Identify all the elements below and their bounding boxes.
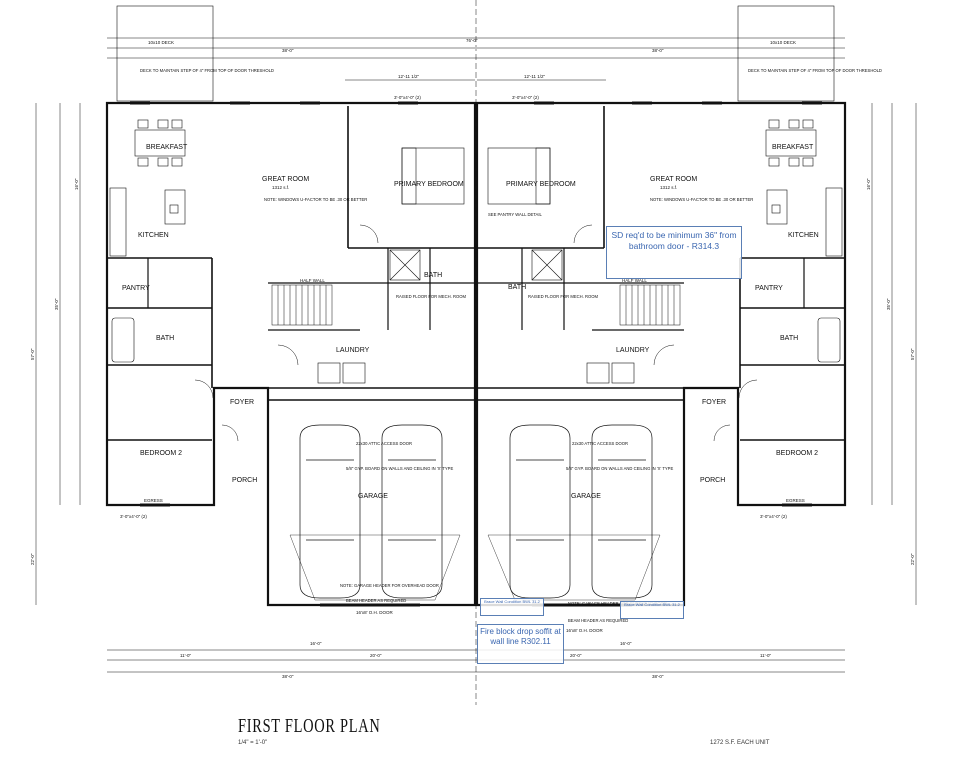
porch-left: PORCH bbox=[232, 477, 257, 484]
dim-bottom-half-left: 38'-0" bbox=[282, 674, 294, 679]
garage-ceiling-left: 5/8" GYP. BOARD ON WALLS AND CEILING IN … bbox=[346, 466, 453, 471]
deck-left bbox=[116, 5, 214, 102]
dim-bottom-16-left: 16'-0" bbox=[310, 641, 322, 646]
half-wall-right: HALF WALL bbox=[622, 278, 647, 283]
dim-bottom-11-right: 11'-0" bbox=[760, 653, 772, 658]
dim-bottom-20-left: 20'-0" bbox=[370, 653, 382, 658]
dim-side-22-left: 22'-0" bbox=[30, 553, 35, 565]
breakfast-left: BREAKFAST bbox=[146, 144, 188, 151]
garage-header-left: NOTE: GARAGE HEADER FOR OVERHEAD DOOR bbox=[340, 583, 439, 588]
beam-left: BEAM HEADER AS REQUIRED bbox=[346, 598, 406, 603]
laundry-right: LAUNDRY bbox=[616, 347, 650, 354]
raised-floor-right: RAISED FLOOR FOR MECH. ROOM bbox=[528, 294, 599, 299]
windows-note-left: NOTE: WINDOWS U-FACTOR TO BE .30 OR BETT… bbox=[264, 197, 367, 202]
foyer-left: FOYER bbox=[230, 399, 254, 406]
win-bedroom-left: 3'-0"x4'-0" (2) bbox=[120, 514, 147, 519]
win-top-right: 3'-0"x4'-0" (2) bbox=[512, 95, 539, 100]
egress-left: EGRESS bbox=[144, 498, 163, 503]
laundry-left: LAUNDRY bbox=[336, 347, 370, 354]
deck-label-left: 10x10 DECK bbox=[148, 40, 174, 45]
bath-right-lower: BATH bbox=[780, 335, 798, 342]
raised-floor-left: RAISED FLOOR FOR MECH. ROOM bbox=[396, 294, 467, 299]
dim-bottom-half-right: 38'-0" bbox=[652, 674, 664, 679]
bedroom2-right: BEDROOM 2 bbox=[776, 450, 818, 457]
dim-half-left: 38'-0" bbox=[282, 48, 294, 53]
dim-side-57-left: 57'-0" bbox=[30, 348, 35, 360]
comment-fire-block[interactable]: Fire block drop soffit at wall line R302… bbox=[477, 624, 564, 664]
half-wall-left: HALF WALL bbox=[300, 278, 325, 283]
dim-12-left: 12'-11 1/2" bbox=[398, 74, 420, 79]
primary-bedroom-right: PRIMARY BEDROOM bbox=[506, 181, 576, 188]
bath-left-primary: BATH bbox=[424, 272, 442, 279]
dim-bottom-16-right: 16'-0" bbox=[620, 641, 632, 646]
win-top-left: 3'-0"x4'-0" (2) bbox=[394, 95, 421, 100]
kitchen-right: KITCHEN bbox=[788, 232, 819, 239]
great-room-area-left: 1312 s.f. bbox=[272, 185, 289, 190]
bedroom2-left: BEDROOM 2 bbox=[140, 450, 182, 457]
beam-right: BEAM HEADER AS REQUIRED bbox=[568, 618, 628, 623]
pantry-right: PANTRY bbox=[755, 285, 783, 292]
kitchen-left: KITCHEN bbox=[138, 232, 169, 239]
plan-scale: 1/4" = 1'-0" bbox=[238, 740, 268, 746]
dim-side-16-right: 16'-0" bbox=[866, 178, 871, 190]
great-room-left: GREAT ROOM bbox=[262, 176, 309, 183]
dim-bottom-20-right: 20'-0" bbox=[570, 653, 582, 658]
plan-area: 1272 S.F. EACH UNIT bbox=[710, 740, 770, 746]
deck-note-right: DECK TO MAINTAIN STEP OF 4" FROM TOP OF … bbox=[748, 68, 882, 73]
dim-side-35-left: 35'-0" bbox=[54, 298, 59, 310]
dim-side-57-right: 57'-0" bbox=[910, 348, 915, 360]
garage-left: GARAGE bbox=[358, 493, 388, 500]
deck-note-left: DECK TO MAINTAIN STEP OF 4" FROM TOP OF … bbox=[140, 68, 274, 73]
porch-right: PORCH bbox=[700, 477, 725, 484]
bath-right-primary: BATH bbox=[508, 284, 526, 291]
attic-left: 22x30 ATTIC ACCESS DOOR bbox=[356, 441, 412, 446]
plan-title: FIRST FLOOR PLAN bbox=[238, 715, 381, 737]
windows-note-right: NOTE: WINDOWS U-FACTOR TO BE .30 OR BETT… bbox=[650, 197, 753, 202]
egress-right: EGRESS bbox=[786, 498, 805, 503]
deck-right bbox=[737, 5, 835, 102]
dim-overall: 76'-0" bbox=[466, 38, 478, 43]
win-bedroom-right: 3'-0"x4'-0" (2) bbox=[760, 514, 787, 519]
garage-ceiling-right: 5/8" GYP. BOARD ON WALLS AND CEILING IN … bbox=[566, 466, 673, 471]
great-room-right: GREAT ROOM bbox=[650, 176, 697, 183]
foyer-right: FOYER bbox=[702, 399, 726, 406]
pantry-left: PANTRY bbox=[122, 285, 150, 292]
great-room-area-right: 1312 s.f. bbox=[660, 185, 677, 190]
garage-door-right: 16'x8' O.H. DOOR bbox=[566, 628, 603, 633]
dim-side-35-right: 35'-0" bbox=[886, 298, 891, 310]
primary-bedroom-left: PRIMARY BEDROOM bbox=[394, 181, 464, 188]
dim-bottom-11-left: 11'-0" bbox=[180, 653, 192, 658]
garage-door-left: 16'x8' O.H. DOOR bbox=[356, 610, 393, 615]
dim-12-right: 12'-11 1/2" bbox=[524, 74, 546, 79]
dim-side-22-right: 22'-0" bbox=[910, 553, 915, 565]
comment-smoke-detector[interactable]: SD req'd to be minimum 36" from bathroom… bbox=[606, 226, 742, 279]
comment-braced-wall-right[interactable]: Brace Wall Condition BWL 31.2 bbox=[620, 601, 684, 619]
breakfast-right: BREAKFAST bbox=[772, 144, 814, 151]
dim-side-16-left: 16'-0" bbox=[74, 178, 79, 190]
dim-half-right: 38'-0" bbox=[652, 48, 664, 53]
attic-right: 22x30 ATTIC ACCESS DOOR bbox=[572, 441, 628, 446]
see-pantry-note: SEE PANTRY WALL DETAIL bbox=[488, 212, 543, 217]
garage-right: GARAGE bbox=[571, 493, 601, 500]
deck-label-right: 10x10 DECK bbox=[770, 40, 796, 45]
comment-braced-wall-left[interactable]: Brace Wall Condition BWL 31.2 bbox=[480, 598, 544, 616]
bath-left-lower: BATH bbox=[156, 335, 174, 342]
garage-header-right: NOTE: GARAGE HEADER FOR OVERHEAD DOOR bbox=[568, 601, 667, 606]
